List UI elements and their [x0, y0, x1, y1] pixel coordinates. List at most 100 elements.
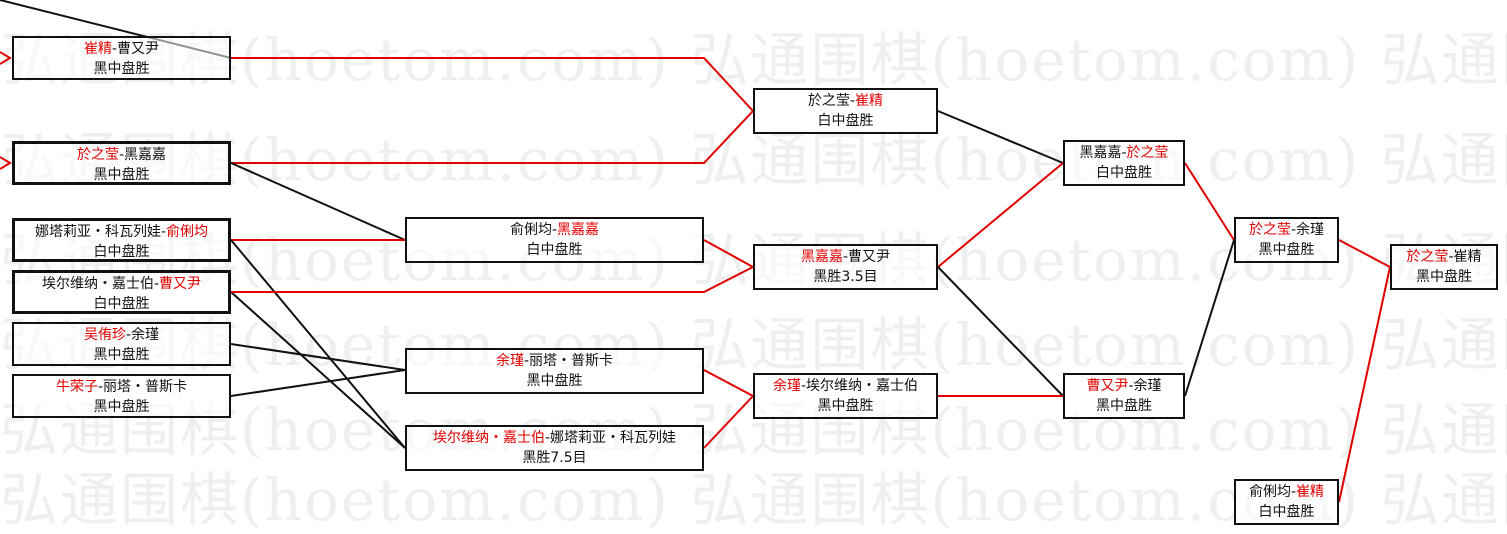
match-result: 黑中盘胜	[93, 167, 150, 183]
connector-black	[230, 343, 406, 371]
match-result: 黑中盘胜	[93, 347, 150, 363]
separator: -	[800, 378, 807, 394]
separator: -	[160, 224, 167, 240]
match-box: 崔精-曹又尹黑中盘胜	[12, 36, 231, 80]
match-box: 於之莹-崔精白中盘胜	[753, 88, 938, 134]
match-players: 黑嘉嘉-於之莹	[1065, 143, 1183, 163]
player-white: 曹又尹	[848, 249, 891, 265]
player-white: 崔精	[855, 93, 884, 109]
match-players: 余瑾-丽塔・普斯卡	[407, 351, 702, 371]
match-players: 曹又尹-余瑾	[1065, 376, 1183, 396]
player-white: 丽塔・普斯卡	[529, 353, 614, 369]
match-result: 黑中盘胜	[817, 398, 874, 414]
separator: -	[1448, 249, 1454, 265]
player-black: 俞俐均	[509, 222, 552, 238]
connector-black	[230, 291, 406, 449]
match-players: 於之莹-余瑾	[1236, 220, 1337, 240]
match-result: 白中盘胜	[1096, 165, 1152, 181]
connector-red	[703, 239, 754, 268]
match-result: 白中盘胜	[1258, 504, 1315, 520]
player-black: 黑嘉嘉	[1079, 145, 1122, 161]
player-white: 黑嘉嘉	[557, 222, 600, 238]
player-black: 於之莹	[807, 93, 850, 109]
connector-red	[1338, 266, 1391, 503]
separator: -	[1290, 484, 1297, 500]
separator: -	[1121, 145, 1127, 161]
player-white: 埃尔维纳・嘉士伯	[806, 378, 919, 394]
match-players: 牛荣子-丽塔・普斯卡	[14, 377, 229, 397]
match-box: 埃尔维纳・嘉士伯-曹又尹白中盘胜	[12, 270, 231, 314]
connector-red	[231, 266, 754, 293]
match-box: 於之莹-崔精黑中盘胜	[1390, 244, 1498, 290]
connector-red	[231, 110, 754, 164]
match-result: 黑中盘胜	[1096, 398, 1152, 414]
connector-black	[937, 266, 1064, 397]
match-players: 埃尔维纳・嘉士伯-曹又尹	[15, 274, 228, 294]
player-black: 於之莹	[1248, 222, 1291, 238]
match-result: 黑中盘胜	[93, 399, 150, 415]
match-players: 俞俐均-黑嘉嘉	[407, 220, 702, 240]
player-black: 崔精	[83, 41, 112, 57]
separator: -	[523, 353, 530, 369]
match-box: 余瑾-埃尔维纳・嘉士伯黑中盘胜	[753, 373, 938, 419]
player-white: 黑嘉嘉	[124, 147, 167, 163]
separator: -	[111, 41, 118, 57]
match-box: 於之莹-黑嘉嘉黑中盘胜	[12, 141, 231, 185]
separator: -	[118, 147, 125, 163]
separator: -	[1290, 222, 1297, 238]
connector-red	[703, 369, 754, 397]
player-black: 於之莹	[1406, 249, 1449, 265]
separator: -	[842, 249, 849, 265]
player-white: 俞俐均	[166, 224, 209, 240]
player-black: 於之莹	[76, 147, 119, 163]
player-white: 丽塔・普斯卡	[103, 379, 188, 395]
match-players: 俞俐均-崔精	[1236, 482, 1337, 502]
player-white: 崔精	[1296, 484, 1325, 500]
connector-red	[1338, 239, 1391, 268]
player-black: 黑嘉嘉	[800, 249, 843, 265]
connector-black	[937, 110, 1064, 164]
player-black: 吴侑珍	[83, 327, 126, 343]
match-result: 白中盘胜	[93, 244, 150, 260]
connector-black	[230, 239, 406, 449]
player-white: 余瑾	[1296, 222, 1325, 238]
match-box: 於之莹-余瑾黑中盘胜	[1234, 217, 1339, 263]
match-result: 黑胜3.5目	[813, 269, 878, 285]
match-players: 崔精-曹又尹	[14, 39, 229, 59]
player-black: 余瑾	[495, 353, 524, 369]
separator: -	[849, 93, 856, 109]
arrow-red	[0, 51, 12, 65]
connector-red	[703, 395, 754, 449]
player-white: 曹又尹	[159, 276, 202, 292]
player-white: 曹又尹	[117, 41, 160, 57]
player-black: 埃尔维纳・嘉士伯	[41, 276, 154, 292]
match-players: 於之莹-黑嘉嘉	[15, 145, 228, 165]
match-box: 黑嘉嘉-於之莹白中盘胜	[1063, 140, 1185, 186]
match-box: 俞俐均-崔精白中盘胜	[1234, 479, 1339, 525]
player-black: 俞俐均	[1248, 484, 1291, 500]
player-black: 曹又尹	[1086, 378, 1129, 394]
player-white: 崔精	[1453, 249, 1482, 265]
connector-red	[231, 57, 754, 112]
match-result: 黑胜7.5目	[522, 450, 587, 466]
match-box: 埃尔维纳・嘉士伯-娜塔莉亚・科瓦列娃黑胜7.5目	[405, 425, 704, 471]
separator: -	[1128, 378, 1134, 394]
separator: -	[153, 276, 160, 292]
match-box: 牛荣子-丽塔・普斯卡黑中盘胜	[12, 374, 231, 418]
match-result: 黑中盘胜	[1258, 242, 1315, 258]
match-players: 黑嘉嘉-曹又尹	[755, 247, 936, 267]
match-players: 埃尔维纳・嘉士伯-娜塔莉亚・科瓦列娃	[407, 428, 702, 448]
connector-black	[1184, 239, 1235, 397]
match-box: 黑嘉嘉-曹又尹黑胜3.5目	[753, 244, 938, 290]
match-result: 白中盘胜	[817, 113, 874, 129]
player-white: 娜塔莉亚・科瓦列娃	[550, 430, 677, 446]
match-result: 黑中盘胜	[526, 373, 583, 389]
separator: -	[97, 379, 104, 395]
match-box: 俞俐均-黑嘉嘉白中盘胜	[405, 217, 704, 263]
match-players: 娜塔莉亚・科瓦列娃-俞俐均	[15, 222, 228, 242]
connector-black	[230, 369, 406, 397]
match-result: 白中盘胜	[526, 242, 583, 258]
connector-red	[1184, 162, 1235, 241]
player-white: 余瑾	[1133, 378, 1162, 394]
